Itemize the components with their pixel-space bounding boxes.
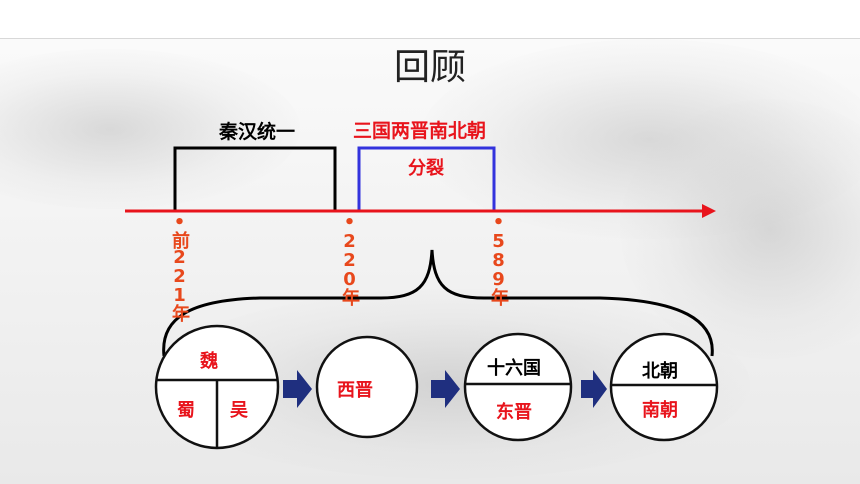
transition-arrow-3 xyxy=(581,370,607,408)
divided-period-label: 三国两晋南北朝 xyxy=(353,120,487,142)
top-bar xyxy=(0,0,860,39)
date-label-589: •589年 xyxy=(488,212,509,304)
period-curly-brace xyxy=(162,249,714,357)
transition-arrow-1 xyxy=(283,370,312,408)
divided-period-bracket xyxy=(357,146,496,211)
timeline-arrowhead xyxy=(702,204,716,218)
southern-dynasties-label: 南朝 xyxy=(642,400,678,421)
unified-period-label: 秦汉统一 xyxy=(219,121,296,143)
sixteen-kingdoms-label: 十六国 xyxy=(487,358,541,379)
sixteen-kingdoms-circle xyxy=(463,332,573,442)
unified-period-bracket xyxy=(173,146,337,211)
wei-label: 魏 xyxy=(200,351,218,372)
slide-title: 回顾 xyxy=(393,47,466,88)
shu-label: 蜀 xyxy=(177,400,195,421)
date-label-start: •前221年 xyxy=(169,212,190,320)
date-label-220: •220年 xyxy=(339,212,360,304)
divided-period-sublabel: 分裂 xyxy=(408,158,444,179)
eastern-jin-label: 东晋 xyxy=(496,402,532,423)
western-jin-label: 西晋 xyxy=(337,380,373,401)
western-jin-circle xyxy=(315,335,419,439)
wu-label: 吴 xyxy=(230,400,248,421)
dynasties-circle xyxy=(609,332,719,442)
transition-arrow-2 xyxy=(431,370,460,408)
northern-dynasties-label: 北朝 xyxy=(642,361,678,382)
